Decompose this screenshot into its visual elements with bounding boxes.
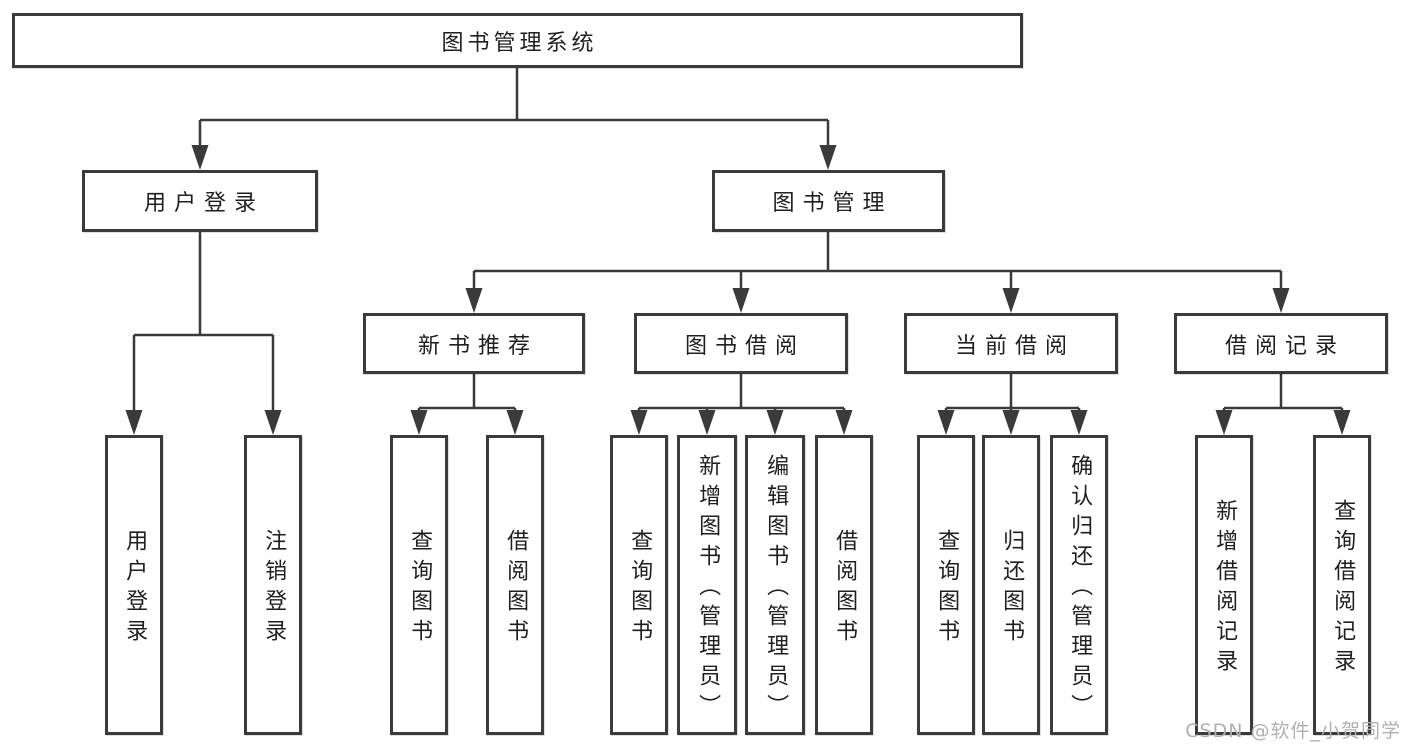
arrowhead xyxy=(191,145,209,170)
csdn-watermark: CSDN @软件_小贺同学 xyxy=(1185,720,1401,742)
node-book-borrowing-label: 图书借阅 xyxy=(684,333,805,359)
arrowhead xyxy=(410,410,428,435)
connector-current-borrowing-to-leaves xyxy=(937,374,1088,435)
leaf-logout: 注销登录 xyxy=(244,435,302,735)
leaf-query-books-recommend-label: 查询图书 xyxy=(407,529,433,649)
leaf-confirm-return-admin-label: 确认归还（管理员） xyxy=(1067,454,1093,724)
leaf-query-books-recommend: 查询图书 xyxy=(390,435,448,735)
connector-line xyxy=(944,374,1081,412)
leaf-add-book-admin-label: 新增图书（管理员） xyxy=(695,454,721,724)
connector-line xyxy=(637,374,846,412)
connector-line xyxy=(417,374,517,412)
arrowhead xyxy=(937,410,955,435)
connector-line xyxy=(472,232,1283,290)
node-new-book-recommend-label: 新书推荐 xyxy=(417,333,538,359)
connector-borrowing-records-to-leaves xyxy=(1215,374,1351,435)
arrowhead xyxy=(1215,410,1233,435)
node-root-label: 图书管理系统 xyxy=(441,30,598,56)
leaf-return-book: 归还图书 xyxy=(982,435,1040,735)
leaf-user-login-label: 用户登录 xyxy=(122,529,148,649)
node-new-book-recommend: 新书推荐 xyxy=(363,313,585,374)
arrowhead xyxy=(1272,288,1290,313)
leaf-query-borrow-record: 查询借阅记录 xyxy=(1313,435,1371,735)
connector-book-management-to-groups xyxy=(465,232,1290,313)
node-book-management: 图书管理 xyxy=(712,170,945,232)
arrowhead xyxy=(698,410,716,435)
node-borrowing-records-label: 借阅记录 xyxy=(1224,333,1345,359)
arrowhead xyxy=(1070,410,1088,435)
leaf-borrow-books-label: 借阅图书 xyxy=(832,529,858,649)
arrowhead xyxy=(264,410,282,435)
leaf-query-books-current: 查询图书 xyxy=(917,435,975,735)
leaf-add-borrow-record: 新增借阅记录 xyxy=(1195,435,1253,735)
arrowhead xyxy=(1002,288,1020,313)
leaf-return-book-label: 归还图书 xyxy=(999,529,1025,649)
node-book-borrowing: 图书借阅 xyxy=(634,313,848,374)
arrowhead xyxy=(819,145,837,170)
arrowhead xyxy=(1002,410,1020,435)
arrowhead xyxy=(766,410,784,435)
leaf-query-books-borrowing-label: 查询图书 xyxy=(627,529,653,649)
leaf-borrow-books: 借阅图书 xyxy=(815,435,873,735)
node-current-borrowing-label: 当前借阅 xyxy=(954,333,1075,359)
connector-book-borrowing-to-leaves xyxy=(630,374,853,435)
leaf-add-borrow-record-label: 新增借阅记录 xyxy=(1212,499,1238,679)
connector-user-login-to-leaves xyxy=(125,232,282,435)
leaf-query-books-current-label: 查询图书 xyxy=(934,529,960,649)
connector-line xyxy=(132,232,275,412)
connector-root-to-branches xyxy=(191,68,837,170)
node-user-login-label: 用户登录 xyxy=(143,191,264,216)
arrowhead xyxy=(630,410,648,435)
connector-new-book-recommend-to-leaves xyxy=(410,374,524,435)
node-root: 图书管理系统 xyxy=(12,13,1023,68)
connector-line xyxy=(198,68,830,147)
arrowhead xyxy=(1333,410,1351,435)
leaf-edit-book-admin-label: 编辑图书（管理员） xyxy=(763,454,789,724)
leaf-query-books-borrowing: 查询图书 xyxy=(610,435,668,735)
arrowhead xyxy=(506,410,524,435)
leaf-borrow-books-recommend: 借阅图书 xyxy=(486,435,544,735)
leaf-borrow-books-recommend-label: 借阅图书 xyxy=(503,529,529,649)
arrowhead xyxy=(465,288,483,313)
arrowhead xyxy=(125,410,143,435)
leaf-add-book-admin: 新增图书（管理员） xyxy=(677,435,737,735)
leaf-user-login: 用户登录 xyxy=(105,435,163,735)
node-book-management-label: 图书管理 xyxy=(772,191,893,216)
arrowhead xyxy=(732,288,750,313)
leaf-query-borrow-record-label: 查询借阅记录 xyxy=(1330,499,1356,679)
arrowhead xyxy=(835,410,853,435)
node-user-login: 用户登录 xyxy=(82,170,318,232)
leaf-confirm-return-admin: 确认归还（管理员） xyxy=(1050,435,1108,735)
leaf-logout-label: 注销登录 xyxy=(261,529,287,649)
node-current-borrowing: 当前借阅 xyxy=(904,313,1118,374)
connector-line xyxy=(1222,374,1344,412)
node-borrowing-records: 借阅记录 xyxy=(1174,313,1388,374)
leaf-edit-book-admin: 编辑图书（管理员） xyxy=(745,435,805,735)
